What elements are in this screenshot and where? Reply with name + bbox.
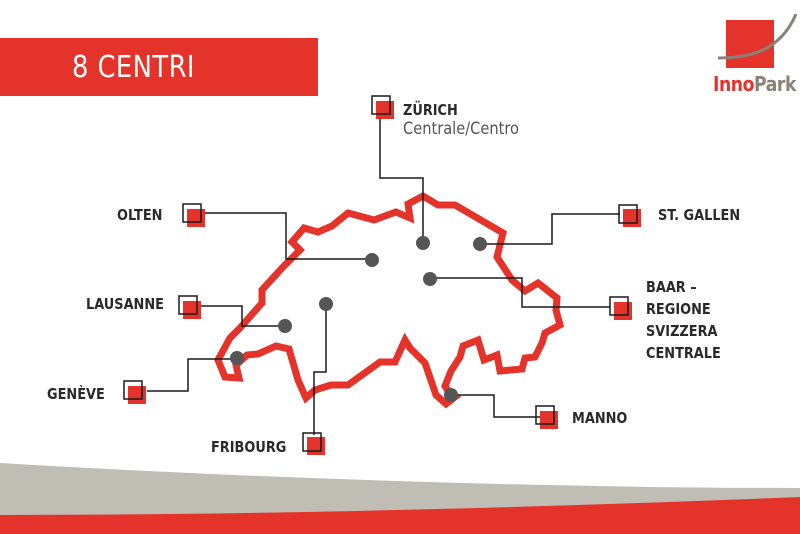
dot-st-gallen [473, 237, 487, 251]
label-geneve: GENÈVE [47, 385, 105, 403]
dot-zurich [416, 236, 430, 250]
dot-olten [365, 253, 379, 267]
marker-baar [609, 296, 632, 320]
label-zurich: ZÜRICH [403, 101, 458, 119]
connector-olten [200, 212, 371, 260]
label-manno: MANNO [572, 409, 628, 427]
marker-st-gallen [618, 204, 641, 227]
label-st-gallen: ST. GALLEN [658, 206, 741, 224]
marker-zurich [371, 95, 394, 119]
label-olten: OLTEN [117, 206, 163, 224]
dot-fribourg [319, 297, 333, 311]
label-baar: BAAR – REGIONE SVIZZERA CENTRALE [646, 276, 758, 364]
label-baar-line1: BAAR – [646, 278, 697, 296]
page-title: 8 CENTRI [72, 50, 195, 85]
marker-manno [535, 405, 558, 429]
dot-geneve [230, 351, 244, 365]
connector-st-gallen [480, 213, 620, 245]
marker-lausanne [178, 295, 201, 319]
switzerland-outline [214, 191, 565, 409]
label-baar-line4: CENTRALE [646, 344, 721, 362]
connector-baar [430, 277, 610, 308]
dot-lausanne [278, 319, 292, 333]
dot-manno [444, 388, 458, 402]
label-zurich-subtitle: Centrale/Centro [403, 119, 519, 139]
label-baar-line2: REGIONE [646, 300, 711, 318]
label-baar-line3: SVIZZERA [646, 322, 718, 340]
marker-geneve [123, 380, 146, 404]
red-wave [0, 497, 800, 534]
logo-inno: Inno [713, 72, 754, 96]
dot-baar [423, 272, 437, 286]
connector-lausanne [195, 305, 285, 327]
connector-manno [452, 394, 542, 418]
label-lausanne: LAUSANNE [86, 295, 164, 313]
title-band: 8 CENTRI [0, 38, 318, 96]
connector-fribourg [313, 304, 327, 435]
marker-fribourg [302, 432, 325, 455]
label-fribourg: FRIBOURG [211, 438, 287, 456]
connector-zurich [379, 112, 424, 242]
marker-olten [182, 203, 205, 227]
logo-park: Park [753, 72, 796, 96]
connector-geneve [147, 358, 237, 392]
innopark-logo-icon [718, 14, 798, 68]
logo-wordmark: InnoPark [713, 72, 796, 96]
